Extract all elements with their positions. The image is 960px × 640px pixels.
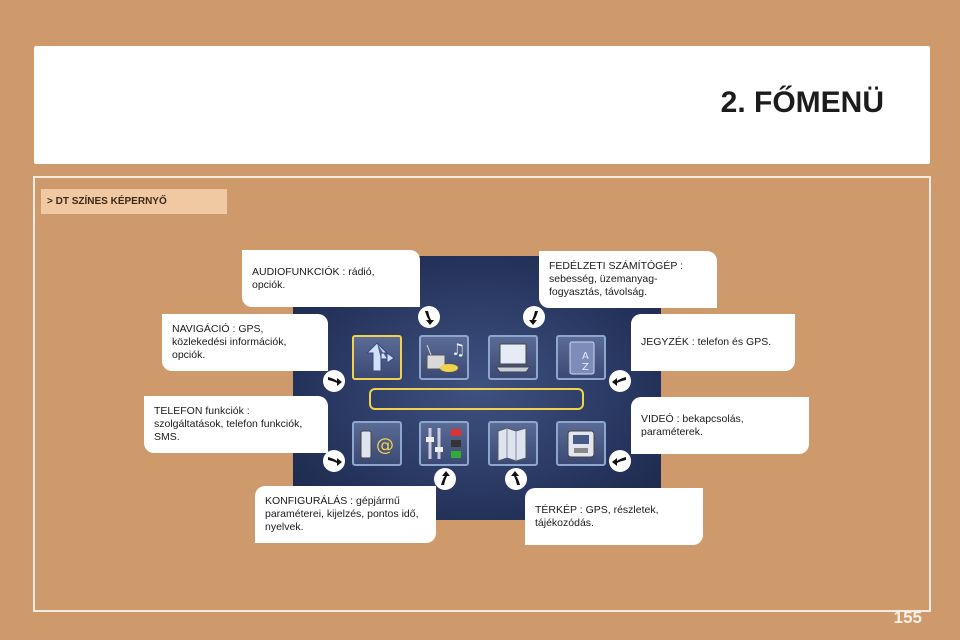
callout-configuration: KONFIGURÁLÁS : gépjármű paraméterei, kij… xyxy=(255,486,436,543)
arrow-left-icon xyxy=(609,450,631,472)
svg-text:@: @ xyxy=(376,435,394,456)
section-tab: > DT SZÍNES KÉPERNYŐ xyxy=(41,189,227,214)
header-band: 2. FŐMENÜ xyxy=(34,46,930,164)
page-number: 155 xyxy=(893,608,922,627)
map-icon[interactable] xyxy=(488,421,538,466)
callout-video: VIDEÓ : bekapcsolás, paraméterek. xyxy=(631,397,809,454)
audio-icon[interactable]: ♫ xyxy=(419,335,469,380)
arrow-right-icon xyxy=(323,450,345,472)
arrow-left-icon xyxy=(609,370,631,392)
status-bar xyxy=(369,388,584,410)
callout-directory: JEGYZÉK : telefon és GPS. xyxy=(631,314,795,371)
arrow-up-icon xyxy=(505,468,527,490)
svg-text:A: A xyxy=(582,351,589,362)
configuration-icon[interactable] xyxy=(419,421,469,466)
video-icon[interactable] xyxy=(556,421,606,466)
section-label: > DT SZÍNES KÉPERNYŐ xyxy=(47,196,167,207)
callout-navigation: NAVIGÁCIÓ : GPS, közlekedési információk… xyxy=(162,314,328,371)
svg-text:Z: Z xyxy=(582,362,589,373)
page-title: 2. FŐMENÜ xyxy=(720,86,884,119)
telephone-icon[interactable]: @ xyxy=(352,421,402,466)
callout-audio: AUDIOFUNKCIÓK : rádió, opciók. xyxy=(242,250,420,307)
arrow-right-icon xyxy=(323,370,345,392)
callout-map: TÉRKÉP : GPS, részletek, tájékozódás. xyxy=(525,488,703,545)
navigation-icon[interactable] xyxy=(352,335,402,380)
arrow-up-icon xyxy=(434,468,456,490)
computer-icon[interactable] xyxy=(488,335,538,380)
arrow-down-icon xyxy=(523,306,545,328)
callout-telephone: TELEFON funkciók : szolgáltatások, telef… xyxy=(144,396,328,453)
svg-text:♫: ♫ xyxy=(451,340,465,359)
callout-computer: FEDÉLZETI SZÁMÍTÓGÉP : sebesség, üzemany… xyxy=(539,251,717,308)
arrow-down-icon xyxy=(418,306,440,328)
content-frame xyxy=(33,176,931,612)
